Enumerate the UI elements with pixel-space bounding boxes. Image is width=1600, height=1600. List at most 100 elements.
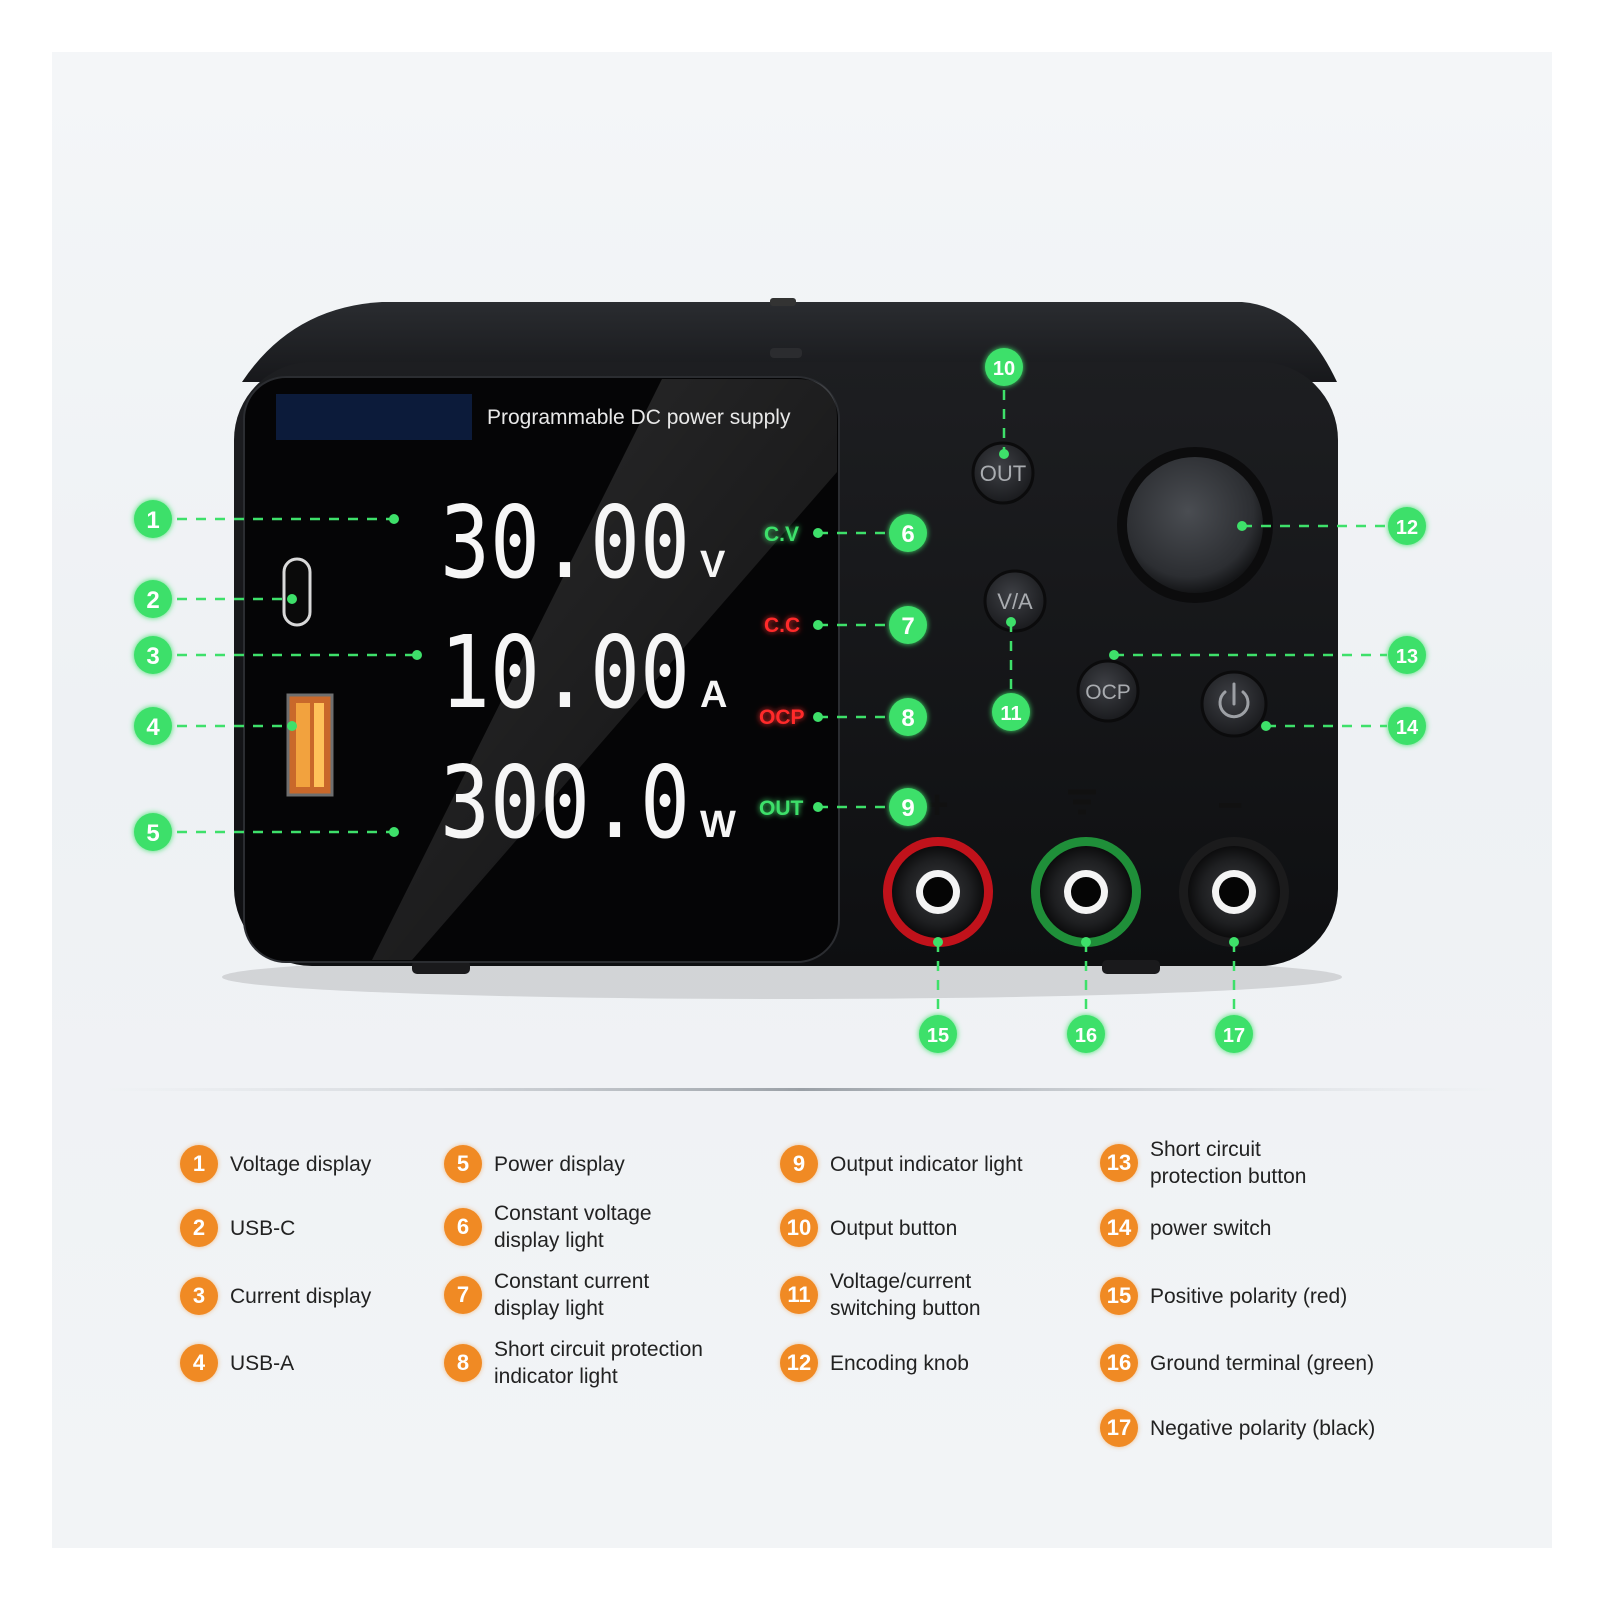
legend-label: power switch	[1150, 1216, 1272, 1240]
legend-item-5: 5 Power display	[444, 1145, 734, 1183]
legend-number: 11	[780, 1276, 818, 1314]
ocp-button-label: OCP	[1085, 681, 1131, 704]
legend-item-13: 13 Short circuit protection button	[1100, 1136, 1340, 1190]
callout-1: 1	[134, 500, 172, 538]
case-screw	[770, 298, 796, 306]
out-button-label: OUT	[980, 461, 1026, 486]
callout-12: 12	[1388, 507, 1426, 545]
va-button[interactable]: V/A	[983, 569, 1047, 633]
legend-label: Constant current display light	[494, 1270, 650, 1320]
svg-text:11: 11	[1000, 703, 1021, 725]
negative-symbol: −	[1217, 781, 1243, 830]
legend-label: Current display	[230, 1284, 372, 1308]
svg-text:4: 4	[146, 714, 160, 741]
legend-label: Output indicator light	[830, 1152, 1023, 1176]
case-screw	[770, 348, 802, 358]
callout-13: 13	[1388, 636, 1426, 674]
power-icon	[1218, 682, 1250, 719]
positive-terminal[interactable]	[883, 837, 993, 947]
svg-text:6: 6	[901, 521, 914, 548]
leader-dots	[287, 449, 1271, 947]
cc-indicator: C.C	[764, 614, 800, 637]
usb-a-contact	[296, 703, 310, 787]
svg-text:15: 15	[927, 1025, 949, 1047]
legend-number: 12	[780, 1344, 818, 1382]
negative-terminal[interactable]	[1179, 837, 1289, 947]
callout-3: 3	[134, 636, 172, 674]
callout-6: 6	[889, 514, 927, 552]
callout-badges: 1 2 3 4 5 6 7 8 9 10 11 12 13 14 15 16 1…	[134, 348, 1426, 1053]
usb-c-port[interactable]	[282, 557, 312, 627]
cv-indicator: C.V	[764, 523, 799, 546]
va-button-label: V/A	[997, 589, 1033, 614]
legend-label: Short circuit protection button	[1150, 1138, 1307, 1188]
device-header: Programmable DC power supply	[487, 406, 791, 429]
legend-item-17: 17 Negative polarity (black)	[1100, 1409, 1450, 1447]
legend-number: 4	[180, 1344, 218, 1382]
legend-label: Power display	[494, 1152, 625, 1176]
legend-number: 5	[444, 1145, 482, 1183]
callout-5: 5	[134, 813, 172, 851]
voltage-unit: V	[700, 544, 726, 586]
svg-text:9: 9	[901, 795, 914, 822]
power-switch[interactable]	[1200, 670, 1268, 738]
legend-number: 10	[780, 1209, 818, 1247]
leader-lines	[177, 390, 1387, 1014]
callout-16: 16	[1067, 1015, 1105, 1053]
callout-10: 10	[985, 348, 1023, 386]
svg-text:1: 1	[146, 507, 159, 534]
voltage-readout: 30.00	[440, 484, 690, 601]
ocp-button[interactable]: OCP	[1076, 659, 1140, 723]
usb-a-contact	[314, 703, 324, 787]
legend-number: 2	[180, 1209, 218, 1247]
legend-number: 13	[1100, 1144, 1138, 1182]
legend-item-15: 15 Positive polarity (red)	[1100, 1277, 1440, 1315]
legend-label: Positive polarity (red)	[1150, 1284, 1348, 1308]
svg-text:10: 10	[993, 358, 1015, 380]
svg-text:5: 5	[146, 820, 159, 847]
encoding-knob[interactable]	[1117, 447, 1273, 603]
ground-terminal[interactable]	[1031, 837, 1141, 947]
legend-number: 8	[444, 1344, 482, 1382]
legend-item-4: 4 USB-A	[180, 1344, 500, 1382]
legend-number: 15	[1100, 1277, 1138, 1315]
callout-17: 17	[1215, 1015, 1253, 1053]
svg-text:17: 17	[1223, 1025, 1245, 1047]
svg-text:12: 12	[1396, 517, 1418, 539]
screen-glare	[372, 379, 837, 960]
current-readout: 10.00	[440, 614, 690, 731]
power-readout: 300.0	[440, 744, 690, 861]
legend-number: 17	[1100, 1409, 1138, 1447]
legend-label: USB-C	[230, 1216, 296, 1240]
legend-number: 6	[444, 1208, 482, 1246]
svg-text:8: 8	[901, 705, 914, 732]
svg-text:3: 3	[146, 643, 159, 670]
svg-text:2: 2	[146, 587, 159, 614]
legend-number: 1	[180, 1145, 218, 1183]
ground-symbol-icon	[1068, 789, 1096, 815]
legend-label: Short circuit protection indicator light	[494, 1338, 703, 1388]
callout-4: 4	[134, 707, 172, 745]
ocp-indicator: OCP	[759, 706, 805, 729]
legend-number: 3	[180, 1277, 218, 1315]
foot	[412, 960, 470, 974]
svg-text:14: 14	[1396, 717, 1419, 739]
callout-14: 14	[1388, 707, 1426, 745]
legend-label: USB-A	[230, 1351, 295, 1375]
out-indicator: OUT	[759, 797, 804, 820]
out-button[interactable]: OUT	[971, 441, 1035, 505]
logo-blank	[276, 394, 472, 440]
callout-2: 2	[134, 580, 172, 618]
legend-item-8: 8 Short circuit protection indicator ligh…	[444, 1336, 744, 1390]
legend-label: Encoding knob	[830, 1351, 969, 1375]
callout-8: 8	[889, 698, 927, 736]
diagram-canvas: Programmable DC power supply 30.00 V 10.…	[52, 52, 1552, 1548]
legend-label: Negative polarity (black)	[1150, 1416, 1376, 1440]
callout-7: 7	[889, 606, 927, 644]
